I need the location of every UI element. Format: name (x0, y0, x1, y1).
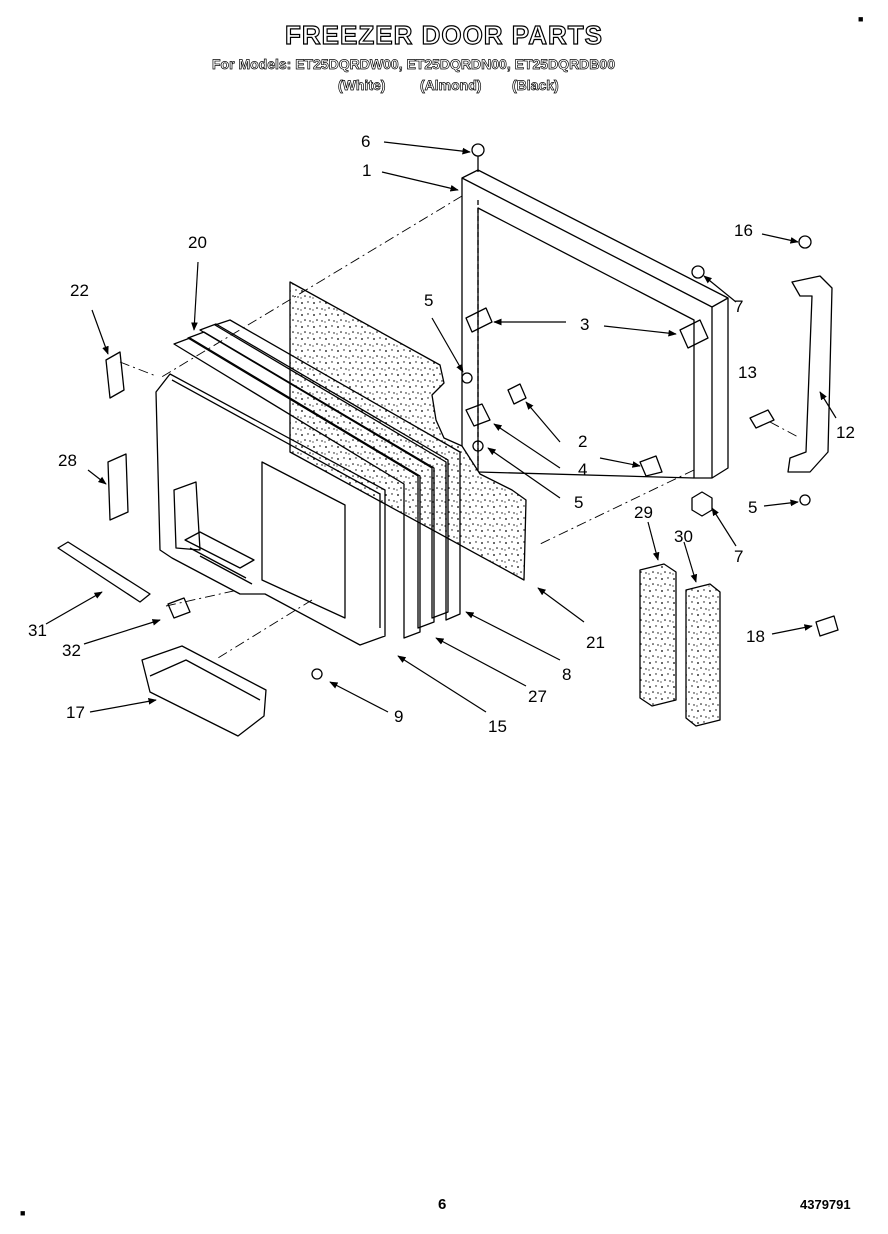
door-shelf-17 (141, 645, 267, 737)
registration-mark-bottom: ■ (20, 1208, 26, 1218)
callout-18: 18 (746, 627, 765, 646)
page-title: FREEZER DOOR PARTS (284, 19, 603, 50)
screw-5b (472, 440, 484, 452)
trim-strip-31 (57, 541, 151, 603)
callout-21: 21 (586, 633, 605, 652)
callout-15: 15 (488, 717, 507, 736)
screw-16 (798, 235, 812, 249)
callout-20: 20 (188, 233, 207, 252)
door-frame-part (461, 169, 729, 479)
hinge-part-b (639, 455, 663, 477)
handle-part-12 (787, 275, 833, 473)
variant-black: (Black) (512, 77, 559, 94)
callout-29: 29 (634, 503, 653, 522)
callout-7a: 7 (734, 297, 743, 316)
callout-5b: 5 (574, 493, 583, 512)
document-part-number: 4379791 (800, 1197, 851, 1212)
screw-5a (461, 372, 473, 384)
page-number: 6 (438, 1196, 447, 1213)
callout-28: 28 (58, 451, 77, 470)
callout-22: 22 (70, 281, 89, 300)
hinge-cover-22 (105, 351, 125, 399)
gasket-part-27 (199, 323, 449, 619)
registration-mark-top: ■ (858, 14, 864, 24)
callout-6: 6 (361, 132, 370, 151)
screw-9 (311, 668, 323, 680)
callout-27: 27 (528, 687, 547, 706)
variant-white: (White) (338, 77, 386, 94)
callout-9: 9 (394, 707, 403, 726)
callout-5c: 5 (748, 498, 757, 517)
callout-8: 8 (562, 665, 571, 684)
variant-almond: (Almond) (420, 77, 482, 94)
nut-7-bottom (691, 491, 713, 517)
callout-17: 17 (66, 703, 85, 722)
callout-30: 30 (674, 527, 693, 546)
foam-block-30 (685, 583, 721, 727)
cap-7-top (691, 265, 705, 279)
model-list: For Models: ET25DQRDW00, ET25DQRDN00, ET… (212, 56, 616, 73)
foam-block-29 (639, 563, 677, 707)
gasket-part-8 (214, 319, 461, 621)
callout-16: 16 (734, 221, 753, 240)
clip-part-32 (167, 597, 191, 619)
callout-5a: 5 (424, 291, 433, 310)
screw-5c (799, 494, 811, 506)
shim-part-4 (465, 403, 491, 427)
hinge-cover-28 (107, 453, 129, 521)
callout-3: 3 (580, 315, 589, 334)
callout-12: 12 (836, 423, 855, 442)
hinge-part-a (507, 383, 527, 405)
callout-2: 2 (578, 432, 587, 451)
bracket-part-left (465, 307, 493, 333)
insulation-part-21 (289, 281, 527, 581)
callout-31: 31 (28, 621, 47, 640)
liner-part-15 (173, 337, 421, 639)
door-liner (155, 373, 386, 646)
bracket-part-right (679, 319, 709, 349)
callout-7b: 7 (734, 547, 743, 566)
callout-1: 1 (362, 161, 371, 180)
callout-4: 4 (578, 460, 587, 479)
callout-32: 32 (62, 641, 81, 660)
screw-6 (471, 143, 485, 157)
breaker-strip-20 (187, 331, 435, 629)
spacer-13 (749, 409, 775, 429)
callout-13: 13 (738, 363, 757, 382)
plug-part-18 (815, 615, 839, 637)
